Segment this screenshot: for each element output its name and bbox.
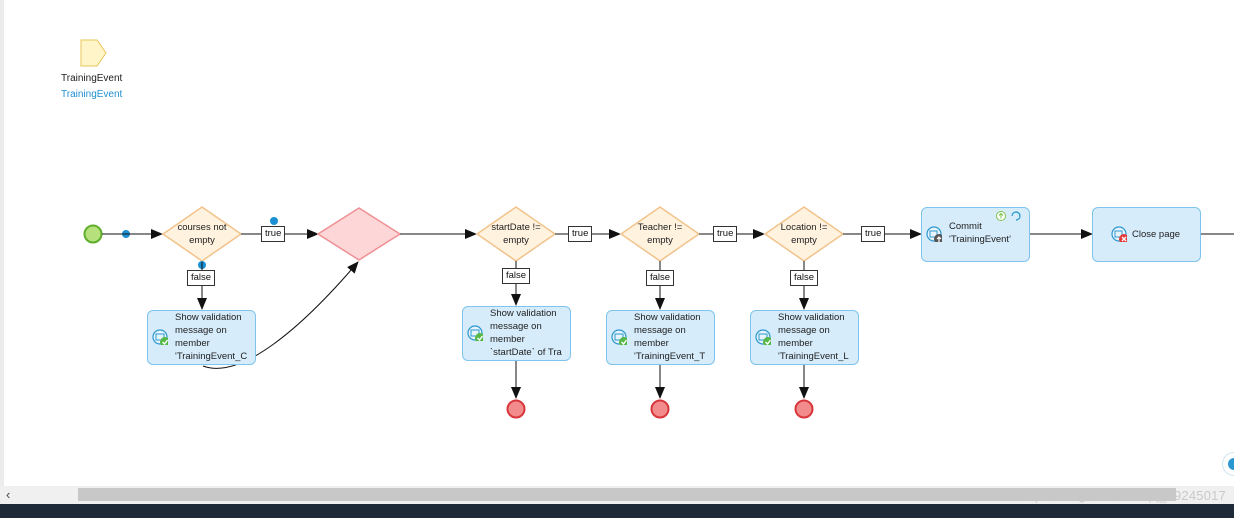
decision-label-line: empty xyxy=(791,235,817,246)
microflow-diagram[interactable] xyxy=(0,0,1234,486)
parameter-icon[interactable] xyxy=(80,39,107,67)
show-validation-activity-teacher[interactable]: Show validation message on member 'Train… xyxy=(606,310,715,365)
activity-caption: Show validation message on member `start… xyxy=(490,308,562,358)
show-message-icon xyxy=(152,329,168,345)
flow-validation-to-merge[interactable] xyxy=(202,261,359,369)
show-validation-activity-startdate[interactable]: Show validation message on member `start… xyxy=(462,306,571,361)
scroll-left-arrow-icon[interactable]: ‹ xyxy=(6,487,11,502)
decision-label-line: empty xyxy=(503,235,529,246)
edge-label-false[interactable]: false xyxy=(646,270,675,286)
commit-icon xyxy=(926,226,942,242)
merge-node[interactable] xyxy=(316,207,402,261)
show-message-icon xyxy=(755,329,771,345)
watermark: https://blog.csdn.net/qq_39245017 xyxy=(1019,488,1226,503)
decision-label-line: Location != xyxy=(780,222,828,233)
microflow-canvas[interactable]: TrainingEvent TrainingEvent courses not … xyxy=(0,0,1234,486)
bottom-status-bar xyxy=(0,504,1234,518)
decision-teacher-label: Teacher != empty xyxy=(621,221,699,247)
show-message-icon xyxy=(611,329,627,345)
canvas-left-border xyxy=(0,0,4,486)
end-event[interactable] xyxy=(506,399,526,419)
end-event[interactable] xyxy=(650,399,670,419)
parameter-type: TrainingEvent xyxy=(61,89,123,100)
decision-label-line: empty xyxy=(647,235,673,246)
decision-courses-label: courses not empty xyxy=(163,221,241,247)
parameter-name: TrainingEvent xyxy=(61,73,123,84)
edge-label-true[interactable]: true xyxy=(713,226,738,242)
activity-caption: Close page xyxy=(1132,229,1181,240)
edge-label-true[interactable]: true xyxy=(861,226,886,242)
activity-caption: Commit 'TrainingEvent' xyxy=(949,221,1011,245)
show-validation-activity-location[interactable]: Show validation message on member 'Train… xyxy=(750,310,859,365)
edge-label-true[interactable]: true xyxy=(261,226,286,242)
decision-label-line: empty xyxy=(189,235,215,246)
edge-label-false[interactable]: false xyxy=(187,270,216,286)
horizontal-scrollbar[interactable]: ‹ xyxy=(0,486,1234,504)
show-message-icon xyxy=(467,325,483,341)
edge-label-false[interactable]: false xyxy=(502,268,531,284)
decision-location-label: Location != empty xyxy=(765,221,843,247)
start-event[interactable] xyxy=(83,224,103,244)
close-page-icon xyxy=(1111,226,1127,242)
decision-label-line: Teacher != xyxy=(637,222,683,233)
activity-caption: Show validation message on member 'Train… xyxy=(634,312,706,362)
decision-label-line: startDate != xyxy=(491,222,541,233)
activity-caption: Show validation message on member 'Train… xyxy=(778,312,849,362)
show-validation-activity-courses[interactable]: Show validation message on member 'Train… xyxy=(147,310,256,365)
close-page-activity[interactable]: Close page xyxy=(1092,207,1201,262)
decision-startdate-label: startDate != empty xyxy=(477,221,555,247)
decision-label-line: courses not xyxy=(177,222,227,233)
edge-label-false[interactable]: false xyxy=(790,270,819,286)
commit-activity[interactable]: Commit 'TrainingEvent' xyxy=(921,207,1030,262)
scrollbar-thumb[interactable] xyxy=(78,488,1176,501)
connection-dot xyxy=(270,217,278,225)
end-event[interactable] xyxy=(794,399,814,419)
activity-caption: Show validation message on member 'Train… xyxy=(175,312,248,362)
commit-options-icons xyxy=(996,211,1021,221)
edge-label-true[interactable]: true xyxy=(568,226,593,242)
